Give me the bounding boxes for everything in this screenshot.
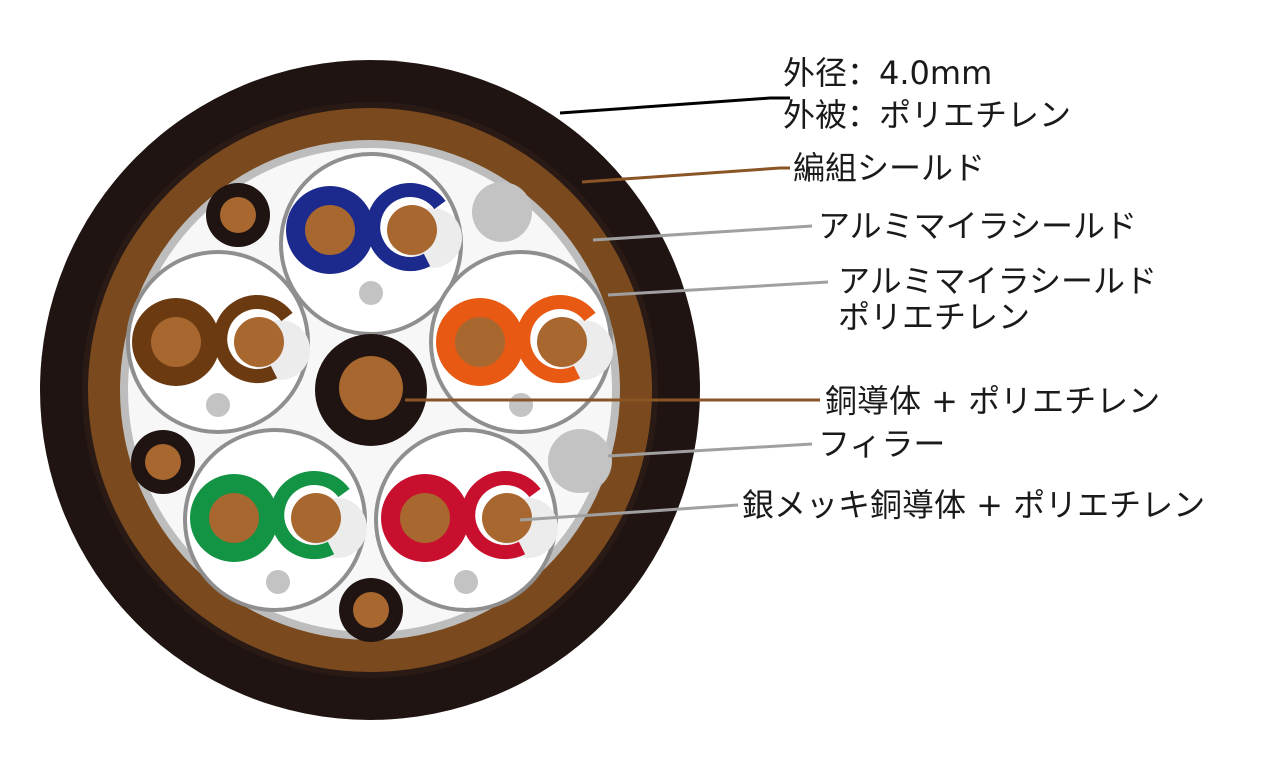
leader-lines [405, 96, 829, 522]
label-outer-diameter: 外径：4.0mm [783, 54, 993, 92]
center-conductor [315, 334, 427, 446]
pair-orange [429, 250, 613, 434]
small-drain-wire-top-left [206, 183, 270, 247]
small-drain-wire-left [131, 430, 195, 494]
leader-braid [581, 166, 790, 184]
small-drain-wire-bottom [339, 578, 403, 642]
leader-pair-shield [607, 280, 829, 297]
label-alumylar-shield: アルミマイラシールド [818, 207, 1138, 245]
leader-foil [592, 224, 813, 242]
gray-filler-right [548, 429, 612, 493]
label-jacket: 外被：ポリエチレン [783, 96, 1072, 134]
label-pair-shield-line1: アルミマイラシールド [838, 262, 1158, 300]
leader-jacket [559, 96, 790, 115]
label-pair-shield-line2: ポリエチレン [838, 298, 1031, 336]
leader-silver [519, 503, 739, 522]
label-silver-conductor: 銀メッキ銅導体 + ポリエチレン [742, 486, 1206, 524]
leader-filler [607, 442, 813, 458]
label-copper-conductor: 銅導体 + ポリエチレン [825, 382, 1161, 420]
pair-blue [279, 152, 463, 336]
label-braid-shield: 編組シールド [793, 149, 986, 187]
pair-green [183, 428, 367, 612]
label-filler: フィラー [818, 425, 946, 463]
pair-red [374, 428, 558, 612]
gray-filler-top [472, 182, 532, 242]
pair-brown [126, 250, 310, 434]
